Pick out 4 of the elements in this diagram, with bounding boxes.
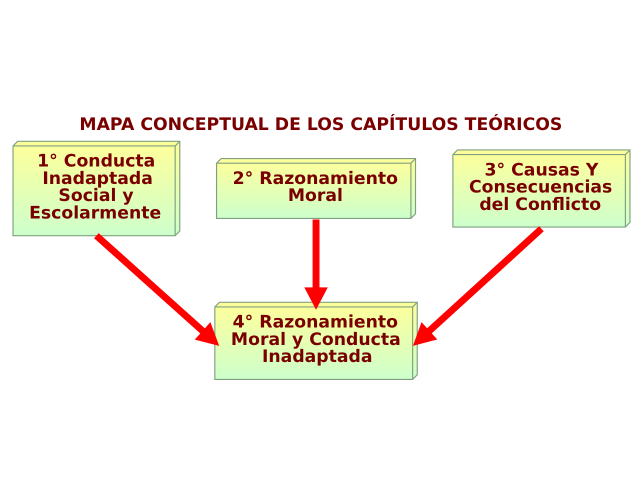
arrow	[304, 220, 328, 310]
arrow	[412, 226, 544, 346]
arrow	[94, 233, 220, 346]
diagram-title: MAPA CONCEPTUAL DE LOS CAPÍTULOS TEÓRICOS	[79, 114, 562, 135]
